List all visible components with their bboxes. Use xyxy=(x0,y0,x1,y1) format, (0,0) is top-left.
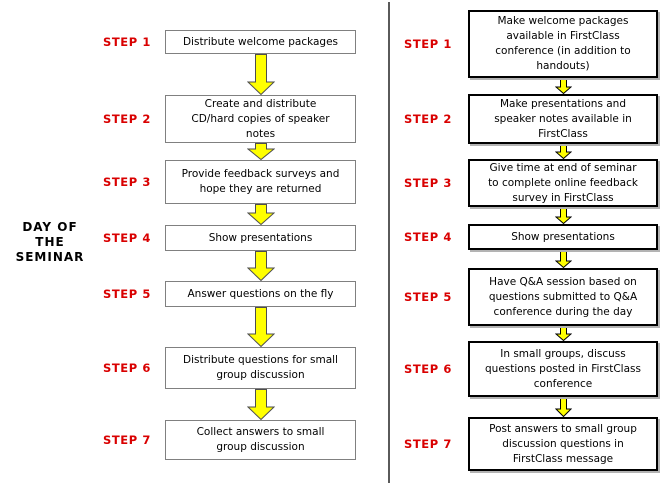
left-step-5-row: STEP 5 Answer questions on the fly xyxy=(103,281,356,307)
step-label: STEP 4 xyxy=(102,231,151,245)
right-step-3-row: STEP 3 Give time at end of seminar to co… xyxy=(404,159,658,207)
flow-box: Give time at end of seminar to complete … xyxy=(468,159,658,207)
right-step-5-row: STEP 5 Have Q&A session based on questio… xyxy=(404,268,658,326)
flow-box: Collect answers to small group discussio… xyxy=(165,420,356,460)
left-step-4-row: STEP 4 Show presentations xyxy=(103,225,356,251)
flow-box: Post answers to small group discussion q… xyxy=(468,417,658,471)
right-step-1-row: STEP 1 Make welcome packages available i… xyxy=(404,10,658,78)
flow-box: Distribute welcome packages xyxy=(165,30,356,54)
step-label: STEP 4 xyxy=(403,230,452,244)
right-flow-column: STEP 1 Make welcome packages available i… xyxy=(404,10,658,471)
flow-box: Make presentations and speaker notes ava… xyxy=(468,94,658,144)
flow-box: Make welcome packages available in First… xyxy=(468,10,658,78)
step-label: STEP 2 xyxy=(102,112,151,126)
right-step-4-row: STEP 4 Show presentations xyxy=(404,224,658,250)
flow-box: Distribute questions for small group dis… xyxy=(165,347,356,389)
day-of-seminar-label: DAY OF THE SEMINAR xyxy=(15,220,85,264)
flow-box: Answer questions on the fly xyxy=(165,281,356,307)
left-step-2-row: STEP 2 Create and distribute CD/hard cop… xyxy=(103,95,356,143)
flow-box: Have Q&A session based on questions subm… xyxy=(468,268,658,326)
left-step-1-row: STEP 1 Distribute welcome packages xyxy=(103,30,356,54)
flow-box: Show presentations xyxy=(165,225,356,251)
step-label: STEP 6 xyxy=(102,361,151,375)
down-arrow-icon xyxy=(554,397,572,417)
left-flow-column: STEP 1 Distribute welcome packages STEP … xyxy=(103,30,356,460)
step-label: STEP 2 xyxy=(403,112,452,126)
flow-box: Create and distribute CD/hard copies of … xyxy=(165,95,356,143)
left-step-6-row: STEP 6 Distribute questions for small gr… xyxy=(103,347,356,389)
step-label: STEP 3 xyxy=(403,176,452,190)
down-arrow-icon xyxy=(246,143,275,160)
down-arrow-icon xyxy=(246,389,275,420)
flow-box: Show presentations xyxy=(468,224,658,250)
column-divider-line xyxy=(388,2,390,483)
step-label: STEP 7 xyxy=(102,433,151,447)
right-step-2-row: STEP 2 Make presentations and speaker no… xyxy=(404,94,658,144)
down-arrow-icon xyxy=(246,251,275,281)
right-step-7-row: STEP 7 Post answers to small group discu… xyxy=(404,417,658,471)
step-label: STEP 3 xyxy=(102,175,151,189)
down-arrow-icon xyxy=(554,144,572,159)
step-label: STEP 5 xyxy=(403,290,452,304)
down-arrow-icon xyxy=(554,326,572,341)
flow-box: Provide feedback surveys and hope they a… xyxy=(165,160,356,204)
flow-box: In small groups, discuss questions poste… xyxy=(468,341,658,397)
step-label: STEP 1 xyxy=(403,37,452,51)
step-label: STEP 6 xyxy=(403,362,452,376)
step-label: STEP 7 xyxy=(403,437,452,451)
right-step-6-row: STEP 6 In small groups, discuss question… xyxy=(404,341,658,397)
down-arrow-icon xyxy=(246,204,275,225)
step-label: STEP 1 xyxy=(102,35,151,49)
left-step-3-row: STEP 3 Provide feedback surveys and hope… xyxy=(103,160,356,204)
step-label: STEP 5 xyxy=(102,287,151,301)
down-arrow-icon xyxy=(554,207,572,224)
down-arrow-icon xyxy=(554,78,572,94)
down-arrow-icon xyxy=(246,54,275,95)
left-step-7-row: STEP 7 Collect answers to small group di… xyxy=(103,420,356,460)
down-arrow-icon xyxy=(554,250,572,268)
down-arrow-icon xyxy=(246,307,275,347)
